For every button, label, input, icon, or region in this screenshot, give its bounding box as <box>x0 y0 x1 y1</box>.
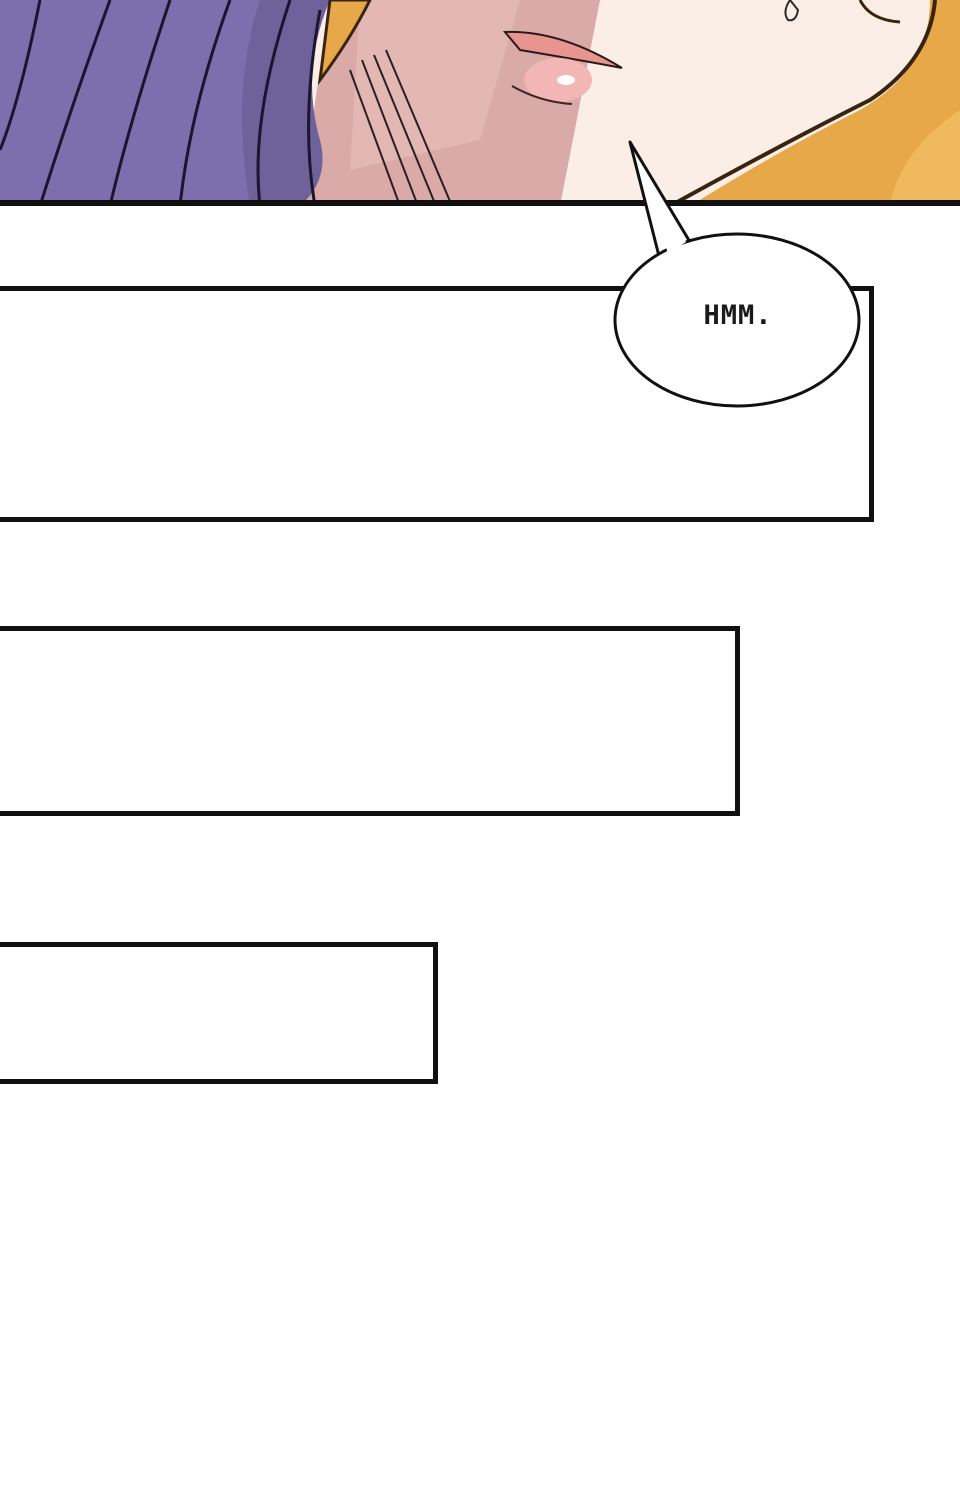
close-up-face-illustration <box>0 0 960 200</box>
speech-bubble <box>613 140 861 408</box>
illustration-panel <box>0 0 960 206</box>
speech-bubble-text: HMM. <box>703 300 773 331</box>
comic-panel-frame <box>0 942 438 1084</box>
comic-panel-frame <box>0 626 740 816</box>
